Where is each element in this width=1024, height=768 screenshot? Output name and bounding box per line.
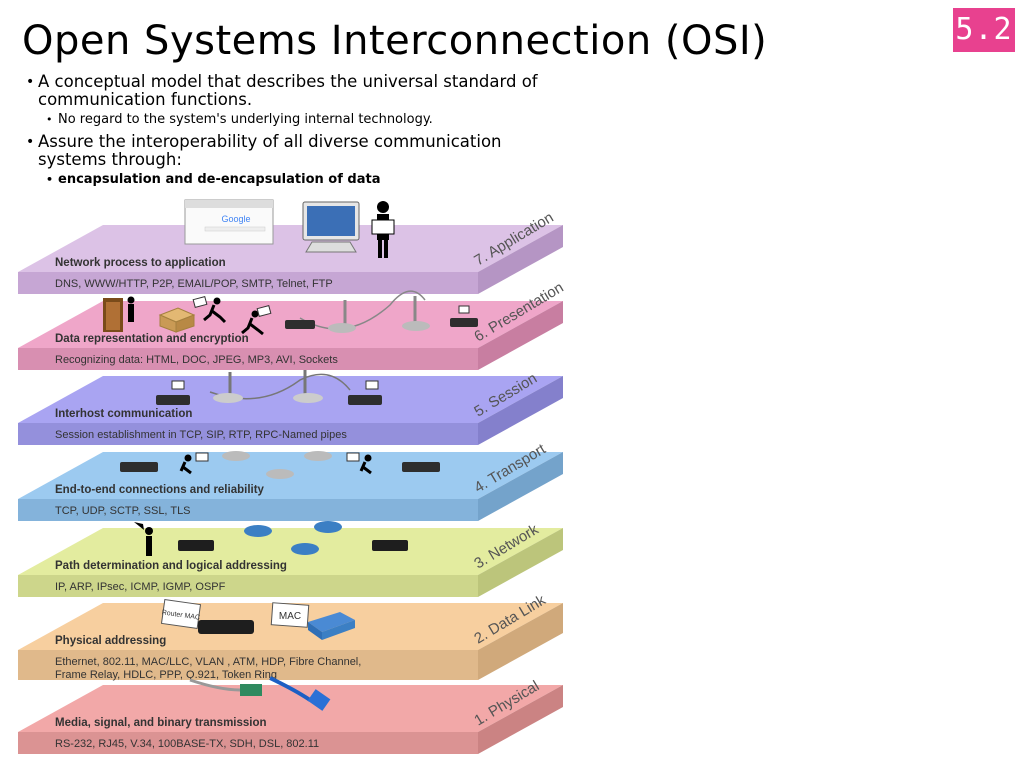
bullet-2: Assure the interoperability of all diver… bbox=[26, 133, 546, 169]
bullet-1: A conceptual model that describes the un… bbox=[26, 73, 546, 109]
router-mac-tag: Router MAC bbox=[160, 599, 202, 629]
router-icon bbox=[198, 620, 254, 634]
person-with-envelope-icon bbox=[371, 201, 395, 258]
switch-icon bbox=[222, 451, 332, 479]
section-badge: 5.2 bbox=[953, 8, 1015, 52]
layer-protocols: Ethernet, 802.11, MAC/LLC, VLAN , ATM, H… bbox=[55, 656, 361, 668]
bullet-list: A conceptual model that describes the un… bbox=[26, 73, 546, 193]
ethernet-cable-icon bbox=[269, 676, 331, 711]
router-icon bbox=[372, 540, 408, 551]
layer-title: Path determination and logical addressin… bbox=[55, 560, 287, 572]
layer-front-face bbox=[18, 348, 478, 370]
layer-front-face bbox=[18, 732, 478, 754]
layer-front-face bbox=[18, 650, 478, 680]
layer-side-face bbox=[478, 685, 563, 754]
layer-title: Network process to application bbox=[55, 257, 226, 269]
switch-icon bbox=[244, 521, 342, 555]
layer-title: End-to-end connections and reliability bbox=[55, 484, 265, 496]
bridge-icon bbox=[299, 290, 430, 333]
layer-front-face bbox=[18, 272, 478, 294]
runner-icon bbox=[241, 304, 272, 336]
router-icon bbox=[156, 380, 190, 405]
bridge-icon bbox=[209, 370, 351, 403]
layer-protocols: Session establishment in TCP, SIP, RTP, … bbox=[55, 429, 347, 441]
door-person-icon bbox=[103, 296, 135, 332]
package-icon bbox=[158, 307, 196, 333]
layer-front-face bbox=[18, 423, 478, 445]
layer-side-face bbox=[478, 301, 563, 370]
illustrations-group: Google bbox=[103, 199, 478, 711]
layer-protocols: RS-232, RJ45, V.34, 100BASE-TX, SDH, DSL… bbox=[55, 738, 319, 750]
router-icon bbox=[402, 462, 440, 472]
layer-side-face bbox=[478, 376, 563, 445]
osi-layer-4: End-to-end connections and reliabilityTC… bbox=[18, 440, 563, 521]
layer-title: Media, signal, and binary transmission bbox=[55, 717, 267, 729]
bullet-2-sub: encapsulation and de-encapsulation of da… bbox=[26, 171, 546, 188]
layer-protocols: TCP, UDP, SCTP, SSL, TLS bbox=[55, 505, 191, 517]
person-with-flag-icon bbox=[134, 522, 153, 556]
router-icon bbox=[450, 305, 478, 327]
layer-protocols: Frame Relay, HDLC, PPP, Q.921, Token Rin… bbox=[55, 669, 277, 681]
layer-protocols: IP, ARP, IPsec, ICMP, IGMP, OSPF bbox=[55, 581, 226, 593]
layer-top-face bbox=[18, 685, 563, 732]
browser-window-icon: Google bbox=[184, 199, 274, 245]
router-icon bbox=[178, 540, 214, 551]
layer-front-face bbox=[18, 575, 478, 597]
osi-layer-1: Media, signal, and binary transmissionRS… bbox=[18, 677, 563, 754]
layer-top-face bbox=[18, 528, 563, 575]
layer-top-face bbox=[18, 376, 563, 423]
router-icon bbox=[120, 462, 158, 472]
bullet-1-sub: No regard to the system's underlying int… bbox=[26, 111, 546, 128]
switch-icon bbox=[308, 612, 355, 640]
osi-layer-3: Path determination and logical addressin… bbox=[18, 521, 563, 597]
browser-logo-text: Google bbox=[221, 214, 250, 224]
layer-side-face bbox=[478, 225, 563, 294]
runner-icon bbox=[192, 295, 227, 324]
layer-title: Physical addressing bbox=[55, 635, 166, 647]
slide-title: Open Systems Interconnection (OSI) bbox=[22, 18, 768, 64]
layer-title: Data representation and encryption bbox=[55, 333, 249, 345]
layer-title: Interhost communication bbox=[55, 408, 192, 420]
layer-side-face bbox=[478, 528, 563, 597]
layer-side-face bbox=[478, 603, 563, 680]
desktop-computer-icon bbox=[302, 201, 360, 253]
layer-protocols: DNS, WWW/HTTP, P2P, EMAIL/POP, SMTP, Tel… bbox=[55, 278, 333, 290]
runner-icon bbox=[179, 452, 209, 475]
layer-front-face bbox=[18, 499, 478, 521]
runner-icon bbox=[346, 452, 372, 475]
layer-top-face bbox=[18, 225, 563, 272]
router-icon bbox=[348, 380, 382, 405]
fiber-cable-icon bbox=[189, 678, 262, 696]
mac-tag: MAC bbox=[270, 602, 310, 628]
layer-protocols: Recognizing data: HTML, DOC, JPEG, MP3, … bbox=[55, 354, 338, 366]
layer-side-face bbox=[478, 452, 563, 521]
router-icon bbox=[285, 320, 315, 329]
svg-text:MAC: MAC bbox=[279, 611, 301, 622]
